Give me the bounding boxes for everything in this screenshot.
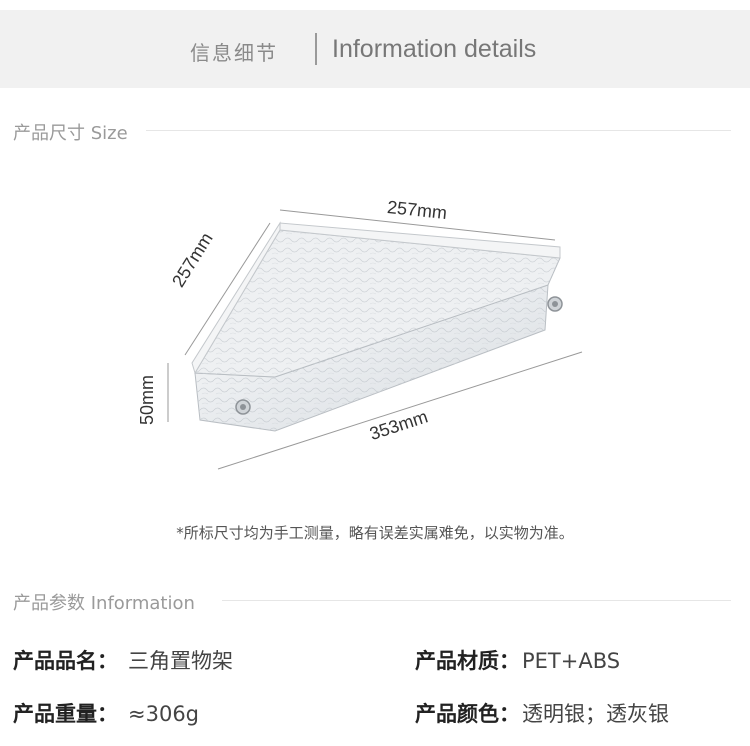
info-section-rule (222, 600, 731, 601)
triangle-shelf-illustration (167, 209, 583, 470)
shelf-body (191, 221, 563, 432)
header-title-en: Information details (332, 35, 537, 63)
spec-value: 透明银；透灰银 (522, 702, 669, 726)
spec-key: 产品材质： (415, 649, 520, 673)
info-section-heading: 产品参数 Information (13, 593, 195, 614)
spec-item-color: 产品颜色：透明银；透灰银 (415, 698, 669, 728)
header-title-cn: 信息细节 (190, 41, 278, 65)
size-section-rule (146, 130, 731, 131)
product-figure (130, 185, 600, 485)
spec-item-name: 产品品名： 三角置物架 (13, 645, 233, 675)
dim-label-height: 50mm (137, 374, 157, 425)
spec-value: ≈306g (128, 702, 200, 726)
spec-item-material: 产品材质：PET+ABS (415, 645, 620, 675)
spec-value: 三角置物架 (128, 649, 233, 673)
measurement-note: *所标尺寸均为手工测量，略有误差实属难免，以实物为准。 (176, 524, 574, 542)
header-divider (315, 33, 317, 65)
dim-line-top (279, 209, 556, 241)
spec-key: 产品重量： (13, 702, 118, 726)
dim-line-bottom (217, 351, 583, 470)
size-section-heading: 产品尺寸 Size (13, 123, 128, 144)
header-banner: 信息细节 Information details (0, 10, 750, 88)
spec-key: 产品品名： (13, 649, 118, 673)
dim-line-left (184, 222, 271, 356)
spec-value: PET+ABS (522, 649, 621, 673)
spec-key: 产品颜色： (415, 702, 520, 726)
spec-item-weight: 产品重量： ≈306g (13, 698, 199, 728)
